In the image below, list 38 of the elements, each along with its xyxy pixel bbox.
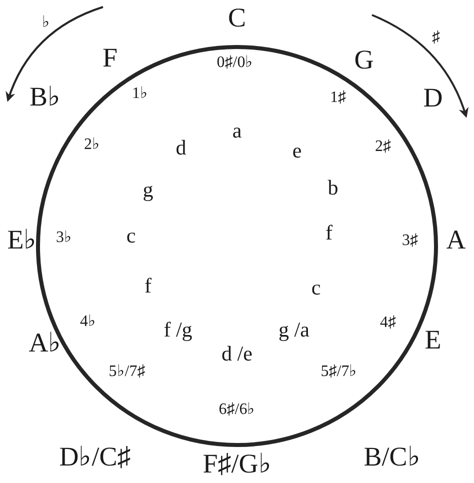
minor-key: b [328, 178, 338, 198]
major-key: F♯/G♭ [202, 450, 272, 478]
minor-key: d [176, 138, 186, 158]
key-signature: 0♯/0♭ [216, 55, 254, 71]
major-key: D [423, 84, 443, 112]
major-key: F [102, 44, 118, 72]
major-key: G [354, 46, 374, 74]
major-key: A [446, 226, 466, 254]
key-signature: 3♭ [56, 230, 72, 246]
major-key: A♭ [28, 330, 62, 356]
minor-key: c [311, 278, 321, 298]
key-signature: 4♭ [80, 314, 96, 330]
minor-key: f [144, 276, 152, 296]
minor-key: a [232, 120, 242, 142]
flat-direction-label: ♭ [42, 15, 50, 31]
minor-key: f [326, 222, 332, 244]
key-signature: 1♯ [330, 90, 346, 106]
minor-key: d /e [222, 344, 252, 364]
major-key: C [228, 4, 246, 32]
minor-key: g /a [278, 320, 310, 340]
minor-key: e [292, 140, 302, 162]
major-key: E♭ [7, 226, 37, 254]
major-key: B/C♭ [364, 444, 420, 470]
major-key: B♭ [30, 84, 60, 110]
key-signature: 1♭ [132, 86, 148, 102]
minor-key: f /g [164, 320, 192, 340]
key-signature: 4♯ [380, 315, 396, 331]
sharp-direction-label: ♯ [432, 30, 440, 46]
minor-key: c [126, 226, 136, 246]
major-key: E [424, 326, 442, 354]
key-signature: 2♯ [375, 139, 391, 155]
minor-key: g [142, 180, 154, 200]
key-signature: 5♯/7♭ [320, 364, 358, 380]
key-signature: 3♯ [402, 233, 418, 249]
major-key: D♭/C♯ [59, 444, 131, 470]
key-signature: 2♭ [84, 137, 100, 153]
key-signature: 5♭/7♯ [108, 364, 146, 380]
key-signature: 6♯/6♭ [218, 402, 256, 418]
